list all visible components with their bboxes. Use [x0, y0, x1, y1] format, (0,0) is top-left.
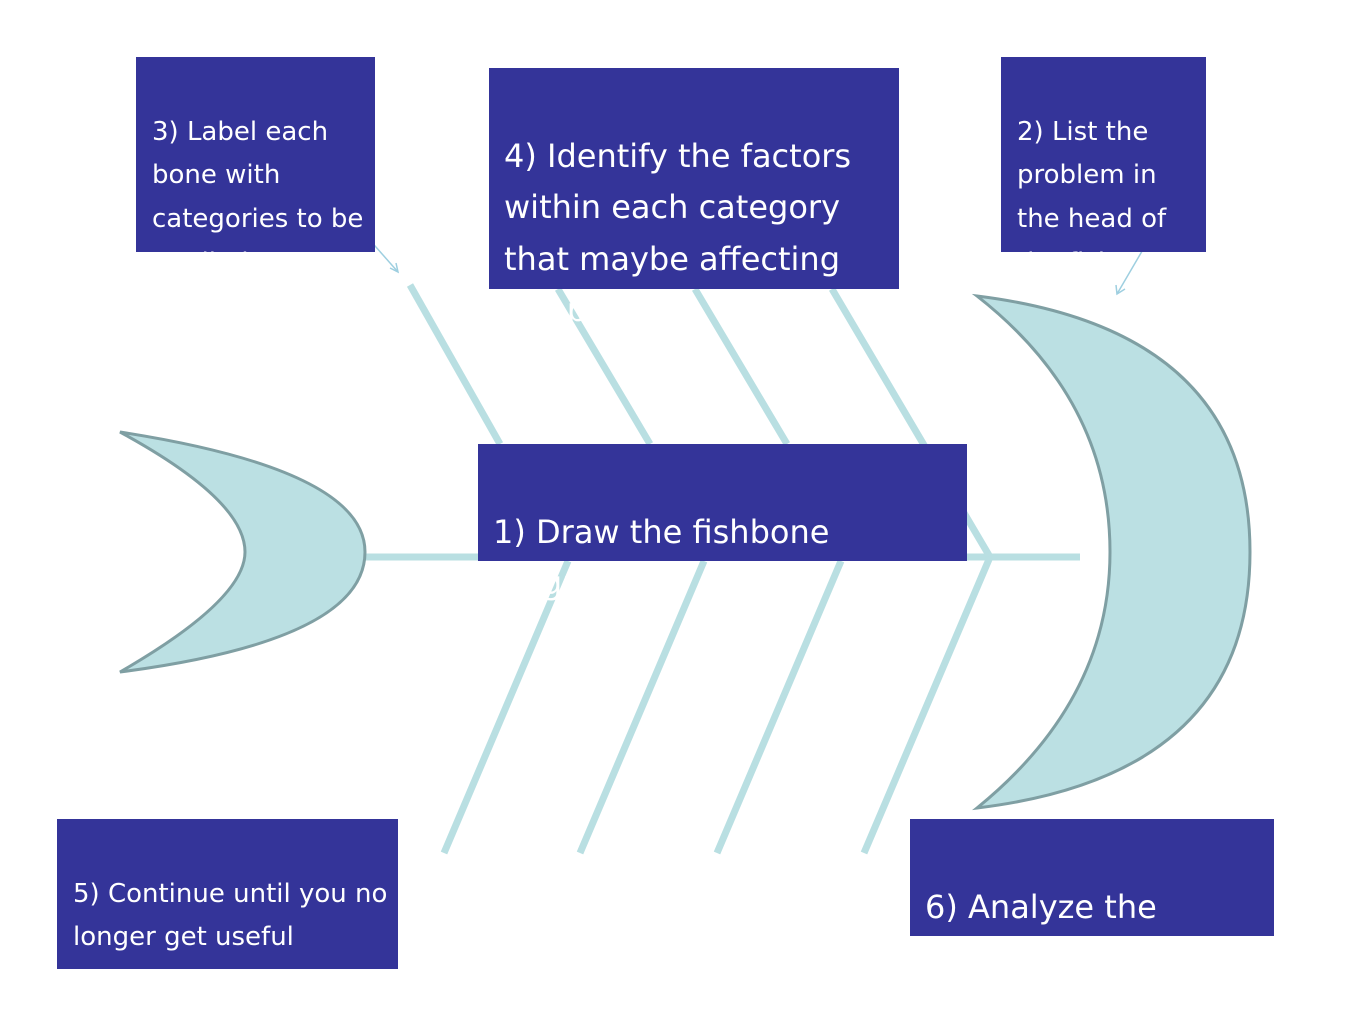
step6-box: 6) Analyze the results	[910, 819, 1274, 977]
step3-box: 3) Label each bone with categories to be…	[136, 57, 375, 278]
lower-bone-3	[713, 559, 845, 855]
lower-bone-2	[576, 559, 708, 855]
step5-box: 5) Continue until you no longer get usef…	[57, 819, 398, 996]
step3-text: 3) Label each bone with categories to be…	[152, 116, 364, 278]
fish-tail	[119, 430, 367, 674]
step2-text: 2) List the problem in the head of the f…	[1017, 116, 1167, 278]
step5-text: 5) Continue until you no longer get usef…	[73, 878, 388, 997]
arrow-step2-head	[1115, 284, 1126, 296]
step6-text: 6) Analyze the results	[925, 888, 1157, 978]
upper-bone-2	[554, 287, 654, 446]
step2-box: 2) List the problem in the head of the f…	[1001, 57, 1206, 278]
step4-box: 4) Identify the factors within each cate…	[489, 68, 899, 329]
step4-text: 4) Identify the factors within each cate…	[504, 137, 852, 329]
arrow-step3-head	[389, 262, 400, 274]
step1-text: 1) Draw the fishbone diagram	[493, 513, 830, 603]
lower-bone-4	[860, 555, 994, 855]
fish-head	[971, 293, 1252, 811]
lower-bone-1	[440, 559, 572, 855]
upper-bone-1	[406, 283, 504, 446]
step1-box: 1) Draw the fishbone diagram	[478, 444, 967, 602]
upper-bone-3	[691, 287, 791, 446]
